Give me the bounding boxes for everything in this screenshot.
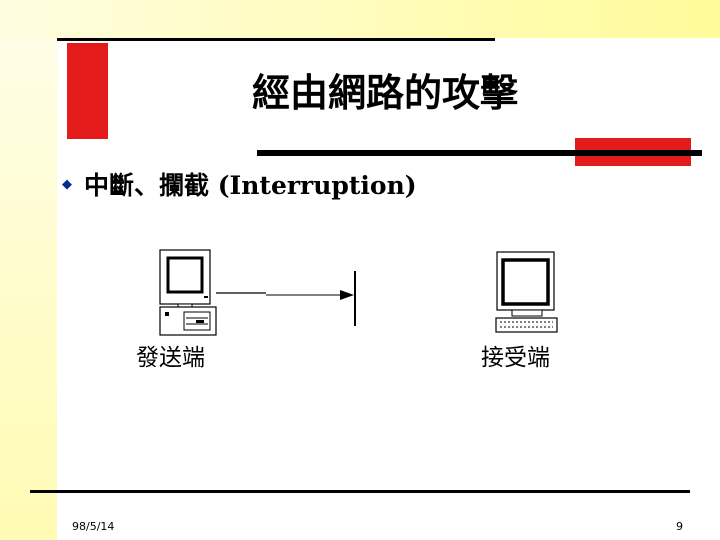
receiver-computer-icon (495, 251, 558, 333)
interrupted-connection (216, 271, 356, 326)
sender-computer-icon (159, 249, 217, 336)
page-number: 9 (676, 520, 683, 533)
footer-date: 98/5/14 (72, 520, 115, 533)
title-rule (257, 150, 702, 156)
receiver-label: 接受端 (481, 345, 550, 371)
bullet-item: ◆ 中斷、攔截 (Interruption) (62, 166, 417, 202)
red-accent-bar-left (67, 43, 108, 139)
bullet-text: 中斷、攔截 (Interruption) (84, 171, 417, 200)
top-rule (57, 38, 495, 41)
diamond-bullet-icon: ◆ (62, 176, 72, 192)
sender-label: 發送端 (136, 345, 205, 371)
slide-title: 經由網路的攻擊 (251, 70, 518, 115)
top-gradient-band (0, 0, 720, 38)
left-gradient-band (0, 38, 57, 540)
footer-rule (30, 490, 690, 493)
